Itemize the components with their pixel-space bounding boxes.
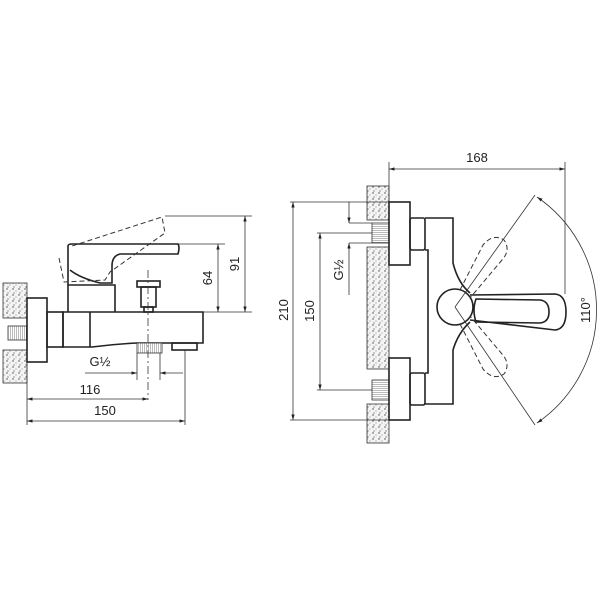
dim-thread: G½	[331, 259, 346, 280]
lever-position-up	[459, 236, 508, 299]
front-view: 110° 168 210 150 G½	[276, 150, 597, 444]
nut-top	[409, 217, 426, 251]
bath-spout-outlet	[171, 342, 198, 351]
lever-handle-inner	[473, 298, 550, 324]
dim-thread: G½	[90, 354, 111, 369]
diverter-knob	[140, 286, 157, 308]
wall-section-top	[366, 185, 390, 221]
shower-outlet-thread	[136, 342, 163, 354]
lever-position-down	[459, 315, 508, 378]
wall-section-bottom	[2, 349, 28, 384]
diverter-knob-cap	[136, 280, 161, 288]
wall-flange	[26, 297, 48, 363]
dim-projection: 150	[94, 403, 116, 418]
wall-section-bottom	[366, 403, 390, 444]
side-view: 64 91 G½ 116 150	[2, 215, 252, 425]
lever-handle	[469, 293, 567, 331]
dim-lever-height: 64	[200, 271, 215, 285]
cartridge-housing	[67, 284, 116, 312]
dim-total-height: 210	[276, 299, 291, 321]
nut	[46, 311, 64, 348]
handle-hub	[436, 288, 474, 326]
mixer-body	[62, 311, 204, 348]
lever-handle-raised	[58, 216, 166, 283]
flange-bottom	[388, 357, 411, 421]
inlet-thread-top	[371, 222, 390, 244]
wall-section-middle	[366, 246, 390, 370]
inlet-thread	[7, 325, 28, 341]
mixer-body	[425, 217, 471, 405]
wall-section-top	[2, 282, 28, 319]
nut-bottom	[409, 372, 426, 406]
lever-handle	[67, 243, 180, 285]
dim-total-height: 91	[227, 257, 242, 271]
dim-lever-angle: 110°	[578, 297, 593, 323]
flange-top	[388, 201, 411, 266]
dim-inlet-spacing: 150	[302, 300, 317, 322]
dim-outlet-distance: 116	[80, 382, 101, 397]
inlet-thread-bottom	[371, 379, 390, 401]
dim-handle-reach: 168	[466, 150, 488, 165]
